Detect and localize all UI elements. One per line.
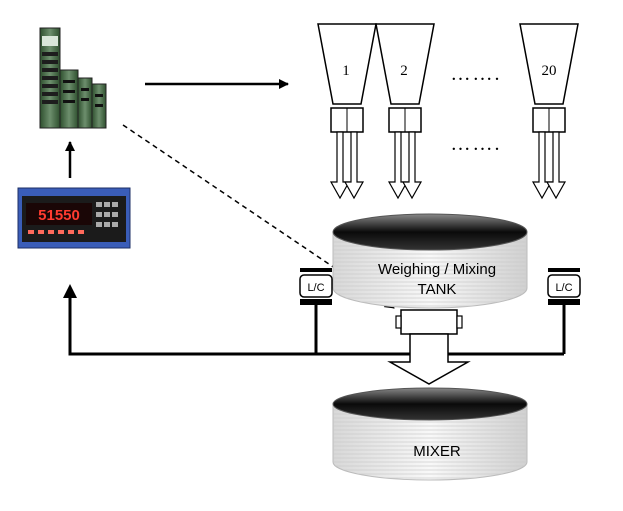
gate-valve	[395, 309, 463, 335]
hopper-20: 20	[519, 23, 579, 200]
weight-indicator: 51550	[17, 187, 131, 249]
load-cell-right: L/C	[547, 268, 581, 305]
load-cell-left-label: L/C	[307, 282, 324, 294]
weighing-mixing-tank: Weighing / Mixing TANK	[332, 213, 528, 309]
hopper-ellipsis-top: …….	[451, 63, 502, 85]
indicator-display: 51550	[38, 207, 80, 224]
hopper-1: 1	[317, 23, 377, 200]
tank-label-line1: Weighing / Mixing	[378, 261, 496, 278]
indicator-input-arrowhead	[63, 284, 77, 298]
mixer-label: MIXER	[413, 443, 461, 460]
load-cell-signal-line	[68, 298, 318, 356]
mixer-tank: MIXER	[332, 387, 528, 481]
plc-unit	[39, 27, 107, 129]
hopper-20-label: 20	[542, 63, 557, 79]
hopper-2: 2	[375, 23, 435, 200]
hopper-ellipsis-bottom: …….	[451, 133, 502, 155]
hopper-2-label: 2	[400, 63, 408, 79]
load-cell-right-label: L/C	[555, 282, 572, 294]
hopper-1-label: 1	[342, 63, 350, 79]
load-cell-left: L/C	[299, 268, 333, 305]
tank-label-line2: TANK	[418, 281, 457, 298]
discharge-arrow	[387, 333, 471, 385]
